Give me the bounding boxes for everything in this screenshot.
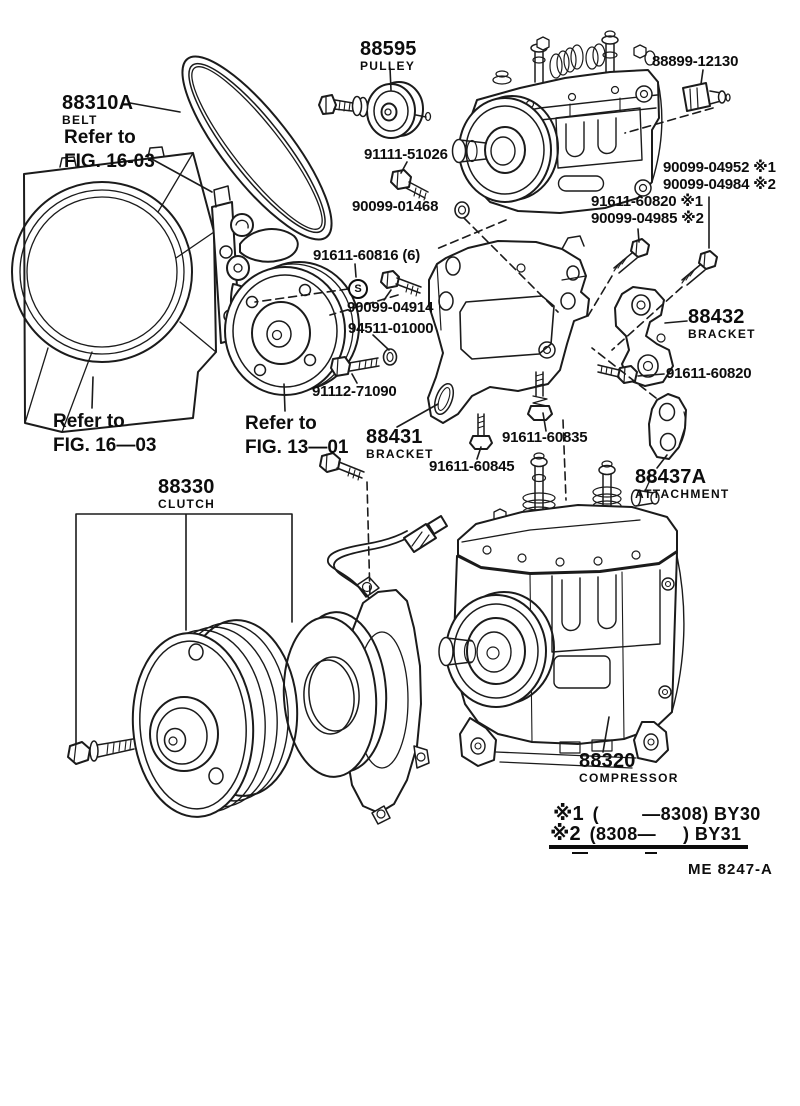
part-name: CLUTCH <box>158 497 216 511</box>
part-name: BRACKET <box>688 327 756 341</box>
leader-lines <box>75 67 710 753</box>
part-number: 88320 <box>579 750 636 772</box>
bolt-91111-drawing <box>390 169 429 201</box>
label-bracket-88431: 88431 BRACKET <box>366 426 434 461</box>
bolt-60820-drawing <box>597 364 638 384</box>
fitting-88899-drawing <box>682 82 731 112</box>
refer-line: FIG. 16—03 <box>53 434 157 456</box>
bolt-60845-drawing <box>469 413 493 450</box>
footnote-marker: ※2 <box>550 823 581 845</box>
crank-pulley-drawing <box>224 261 360 396</box>
refer-line: Refer to <box>245 413 317 434</box>
footnote-underline-tick <box>572 852 588 854</box>
attachment-88437a-drawing <box>648 393 687 460</box>
part-number: 91611-60820 ※1 <box>591 193 703 210</box>
bolt-60835-drawing <box>527 371 553 421</box>
refer-line: Refer to <box>53 411 125 432</box>
washer-94511-drawing <box>382 348 398 366</box>
label-bolt-60820: 91611-60820 <box>666 365 752 382</box>
part-number: 88595 <box>360 38 417 60</box>
part-number: 88432 <box>688 306 745 328</box>
bolt-04914-drawing <box>380 270 422 297</box>
bracket-88431-drawing <box>427 235 590 424</box>
label-pulley: 88595 PULLEY <box>360 38 417 73</box>
footnote-underline <box>549 845 748 849</box>
part-number: 90099-04985 ※2 <box>591 209 704 227</box>
label-compressor: 88320 COMPRESSOR <box>579 750 679 785</box>
footnote-2: ※2 (8308— ) BY31 <box>550 824 741 844</box>
bolt-coil-drawing <box>319 452 365 481</box>
bolt-pair-drawing <box>613 238 718 286</box>
label-washer-set: 90099-04952 ※1 90099-04984 ※2 <box>663 159 776 193</box>
label-bolt-60835: 91611-60835 <box>502 429 588 446</box>
refer-line: FIG. 13—01 <box>245 436 349 458</box>
part-name: BRACKET <box>366 447 434 461</box>
dashed-lines <box>254 107 714 599</box>
label-belt-refer: Refer to FIG. 16-03 <box>64 126 155 174</box>
part-name: COMPRESSOR <box>579 771 679 785</box>
label-bolt-91112: 91112-71090 <box>312 383 397 400</box>
part-number: 88431 <box>366 426 423 448</box>
bolt-91112-drawing <box>330 356 380 377</box>
grommet-01468-drawing <box>454 201 470 219</box>
label-crank-refer: Refer to FIG. 13—01 <box>245 412 349 460</box>
label-shroud-refer: Refer to FIG. 16—03 <box>53 410 157 458</box>
clutch-assembly-drawing <box>67 515 448 825</box>
label-bolt-six: 91611-60816 (6) <box>313 247 421 264</box>
part-name: ATTACHMENT <box>635 487 730 501</box>
footnote-1: ※1 ( —8308) BY30 <box>553 804 761 824</box>
refer-line: Refer to <box>64 127 136 148</box>
refer-line: FIG. 16-03 <box>64 150 155 172</box>
figure-code: ME 8247-A <box>688 861 773 878</box>
label-belt: 88310A BELT <box>62 92 133 127</box>
bracket-88432-drawing <box>614 286 674 387</box>
footnote-text: (8308— ) BY31 <box>589 824 742 844</box>
label-fitting: 88899-12130 <box>652 53 739 70</box>
label-clutch: 88330 CLUTCH <box>158 476 215 511</box>
part-number: 88310A <box>62 92 134 114</box>
label-bracket-88432: 88432 BRACKET <box>688 306 756 341</box>
fan-shroud-drawing <box>11 146 217 433</box>
label-nut-04914: 90099-04914 <box>347 299 434 316</box>
compressor-bottom-drawing <box>438 452 685 769</box>
idler-pulley-drawing <box>318 81 432 139</box>
part-name: PULLEY <box>360 59 416 73</box>
label-washer-94511: 94511-01000 <box>348 320 434 337</box>
part-number: 88330 <box>158 476 215 498</box>
footnote-marker: ※1 <box>553 803 584 825</box>
label-bolt-set: 91611-60820 ※1 90099-04985 ※2 <box>591 193 704 227</box>
label-grommet: 90099-01468 <box>352 198 439 215</box>
compressor-top-drawing <box>451 30 663 214</box>
label-attachment: 88437A ATTACHMENT <box>635 466 730 501</box>
belt-drawing <box>181 55 333 241</box>
s-symbol: S <box>348 279 368 299</box>
part-number: 90099-04952 ※1 <box>663 159 776 176</box>
part-number: 88437A <box>635 466 707 488</box>
part-number: 90099-04984 ※2 <box>663 175 776 193</box>
label-bolt-60845: 91611-60845 <box>429 458 515 475</box>
label-bolt-91111: 91111-51026 <box>364 146 448 163</box>
footnote-underline-tick <box>645 852 657 854</box>
part-name: BELT <box>62 113 98 127</box>
footnote-text: ( —8308) BY30 <box>592 804 761 824</box>
